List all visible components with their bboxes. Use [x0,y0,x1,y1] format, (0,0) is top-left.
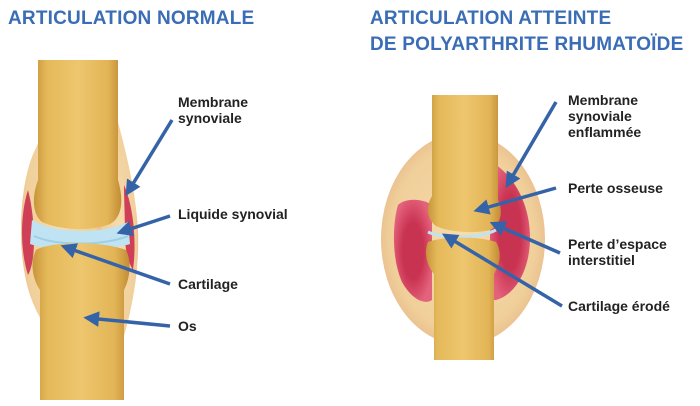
affected-upper-bone [428,95,501,232]
label-affected-perte-osseuse: Perte osseuse [568,180,663,196]
label-normal-membrane: Membrane synoviale [178,94,248,126]
label-normal-membrane-line2: synoviale [178,110,248,126]
affected-joint [381,95,562,360]
label-affected-membrane-line3: enflammée [568,124,641,140]
label-affected-membrane-line2: synoviale [568,108,641,124]
label-affected-perte-espace-line2: interstitiel [568,252,667,268]
label-affected-membrane: Membrane synoviale enflammée [568,92,641,140]
arrow-normal-membrane [128,120,172,192]
normal-upper-bone [34,60,121,229]
label-normal-cartilage: Cartilage [178,276,238,292]
label-affected-cartilage: Cartilage érodé [568,298,670,314]
label-normal-os: Os [178,318,197,334]
normal-joint [21,60,172,400]
label-normal-membrane-line1: Membrane [178,94,248,110]
label-normal-liquide: Liquide synovial [178,206,288,222]
label-affected-perte-espace: Perte d’espace interstitiel [568,236,667,268]
affected-lower-bone [426,238,500,361]
label-affected-perte-espace-line1: Perte d’espace [568,236,667,252]
arrow-affected-membrane [508,102,556,184]
label-affected-membrane-line1: Membrane [568,92,641,108]
